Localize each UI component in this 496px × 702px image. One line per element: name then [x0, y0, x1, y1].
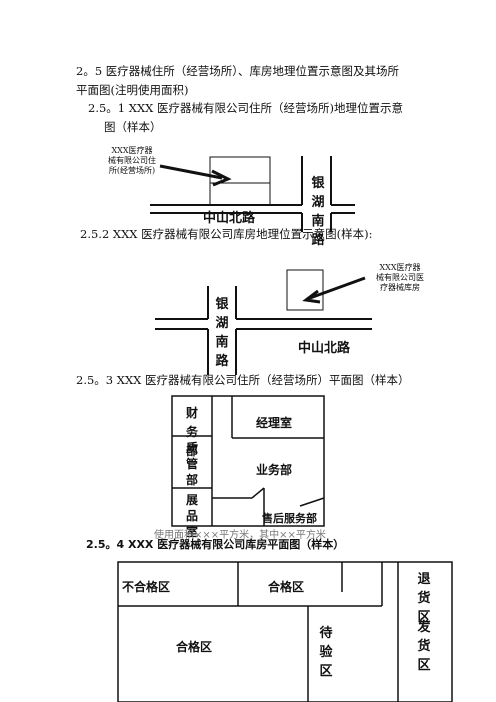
heading-line-2: 平面图(注明使用面积) [76, 83, 189, 97]
road-zhongshan-label: 中山北路 [298, 341, 351, 356]
zone-qualified-top: 合格区 [268, 580, 305, 594]
zone-unqualified: 不合格区 [122, 580, 171, 594]
zone-shipping: 发货区 [417, 620, 431, 673]
callout-arrow [309, 276, 366, 300]
section-251-title: 2.5。1 XXX 医疗器械有限公司住所（经营场所)地理位置示意 [88, 101, 403, 115]
section-251-title-cont: 图（样本） [104, 120, 162, 134]
office-callout: XXX医疗器 械有限公司住 所(经营场所) [108, 146, 156, 175]
zone-qualified-main: 合格区 [176, 640, 213, 654]
road-yinhu-label: 银湖南路 [215, 297, 229, 369]
heading-line-1: 2。5 医疗器械住所（经营场所）、库房地理位置示意图及其场所 [76, 64, 400, 78]
zone-pending: 待验区 [319, 626, 333, 679]
section-254-title: 2.5。4 XXX 医疗器械有限公司库房平面图（样本） [86, 538, 345, 551]
room-manager: 经理室 [256, 416, 293, 430]
warehouse-building [286, 269, 324, 311]
warehouse-outline [117, 561, 453, 702]
callout-arrow [159, 164, 223, 180]
office-outline [171, 395, 325, 527]
area-note: 使用面积×××平方米，其中××平方米 [154, 530, 326, 541]
zone-returns: 退货区 [417, 572, 431, 625]
road-zhongshan-label: 中山北路 [203, 211, 256, 226]
room-showroom: 展品室 [185, 493, 198, 539]
warehouse-callout: XXX医疗器 械有限公司医 疗器械库房 [376, 263, 424, 292]
room-finance: 财务部 [185, 406, 198, 458]
road-yinhu-label: 银湖南路 [311, 176, 325, 248]
room-aftersales: 售后服务部 [262, 512, 317, 525]
room-sales: 业务部 [256, 463, 293, 477]
section-252-title: 2.5.2 XXX 医疗器械有限公司库房地理位置示意图(样本): [80, 227, 373, 241]
section-253-title: 2.5。3 XXX 医疗器械有限公司住所（经营场所）平面图（样本） [76, 373, 410, 387]
room-quality: 质管部 [185, 441, 198, 487]
